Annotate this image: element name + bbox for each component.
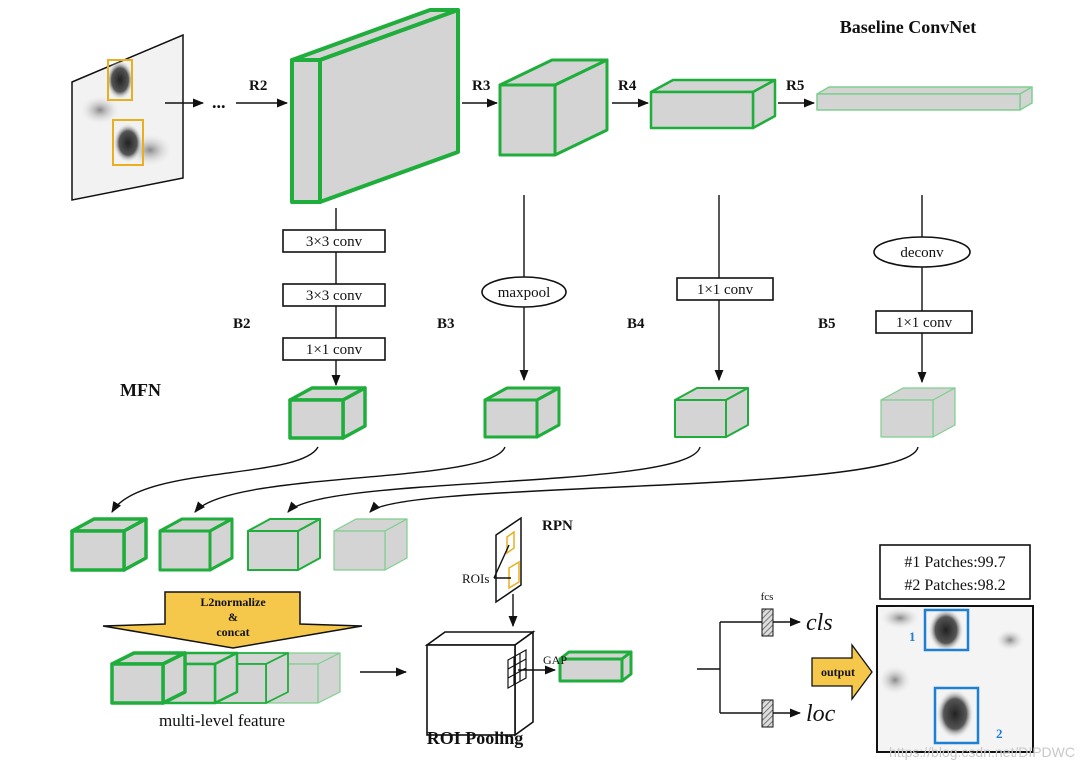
multi-level-segment-1	[110, 651, 187, 705]
result-line: #1 Patches:99.7	[904, 554, 1005, 571]
stage-label-r3: R3	[472, 78, 490, 94]
branch-output-b2	[288, 386, 367, 440]
roi-pooling-label: ROI Pooling	[427, 728, 524, 748]
multi-level-feature-label: multi-level feature	[159, 711, 285, 730]
output-image: 1 2	[876, 605, 1034, 753]
loc-label: loc	[806, 701, 836, 727]
feature-map-r5	[816, 86, 1033, 111]
curved-arrow	[194, 446, 506, 513]
op-box	[282, 229, 386, 253]
fusion-label: concat	[216, 625, 249, 639]
l2normalize-concat-arrow: L2normalize & concat	[102, 591, 363, 649]
branch-label-b3: B3	[437, 316, 455, 332]
feature-map-r3	[498, 58, 609, 157]
branch-label-b5: B5	[818, 316, 836, 332]
op-label: maxpool	[498, 285, 551, 301]
fc-layer	[761, 699, 774, 728]
rpn-label: RPN	[542, 518, 573, 534]
roi-box	[112, 119, 144, 166]
ellipsis: ...	[212, 92, 226, 112]
fusion-label: L2normalize	[200, 595, 266, 609]
fusion-label: &	[228, 610, 238, 624]
fc-layer	[761, 608, 774, 637]
output-arrow: output	[811, 643, 873, 701]
branch-output-b3	[483, 386, 561, 439]
cls-label: cls	[806, 610, 833, 636]
roi-box	[107, 59, 133, 101]
op-label: 3×3 conv	[306, 288, 363, 304]
branch-label-b2: B2	[233, 316, 251, 332]
result-line: #2 Patches:98.2	[904, 577, 1005, 594]
gap-label: GAP	[543, 653, 567, 667]
roi-pooling-cube	[424, 630, 536, 737]
branch-output-b4	[674, 387, 749, 438]
op-box	[676, 277, 774, 301]
curved-arrow	[111, 446, 319, 513]
stage-label-r5: R5	[786, 78, 804, 94]
stage-label-r2: R2	[249, 78, 267, 94]
feature-map-r2	[290, 8, 460, 204]
op-label: 1×1 conv	[697, 282, 754, 298]
stage-label-r4: R4	[618, 78, 637, 94]
input-image	[71, 33, 184, 201]
feature-map-r4	[649, 78, 777, 130]
normalized-feature-3	[247, 518, 321, 571]
normalized-feature-1	[70, 517, 148, 572]
op-box	[875, 310, 973, 334]
curved-arrow	[369, 446, 919, 513]
grid-icon	[507, 648, 527, 690]
gap-feature-vector	[558, 650, 633, 683]
normalized-feature-4	[333, 518, 408, 571]
detection-number: 1	[909, 629, 916, 644]
op-label: 1×1 conv	[306, 342, 363, 358]
results-box	[879, 544, 1031, 600]
baseline-title: Baseline ConvNet	[840, 17, 977, 37]
watermark: https://blog.csdn.net/DIPDWC	[889, 744, 1075, 760]
detection-box-1	[923, 608, 970, 652]
op-label: 3×3 conv	[306, 234, 363, 250]
mfn-label: MFN	[120, 380, 161, 400]
rpn-feature-map	[495, 516, 522, 604]
output-label: output	[821, 665, 855, 679]
rois-label: ROIs	[462, 571, 489, 586]
op-label: 1×1 conv	[896, 315, 953, 331]
branch-output-b5	[880, 387, 956, 438]
detection-number: 2	[996, 726, 1003, 741]
op-box	[282, 337, 386, 361]
detection-box-2	[933, 686, 980, 745]
branch-label-b4: B4	[627, 316, 645, 332]
op-label: deconv	[900, 245, 944, 261]
curved-arrow	[287, 446, 701, 513]
normalized-feature-2	[158, 517, 234, 572]
op-box	[282, 283, 386, 307]
fcs-label: fcs	[761, 591, 774, 603]
